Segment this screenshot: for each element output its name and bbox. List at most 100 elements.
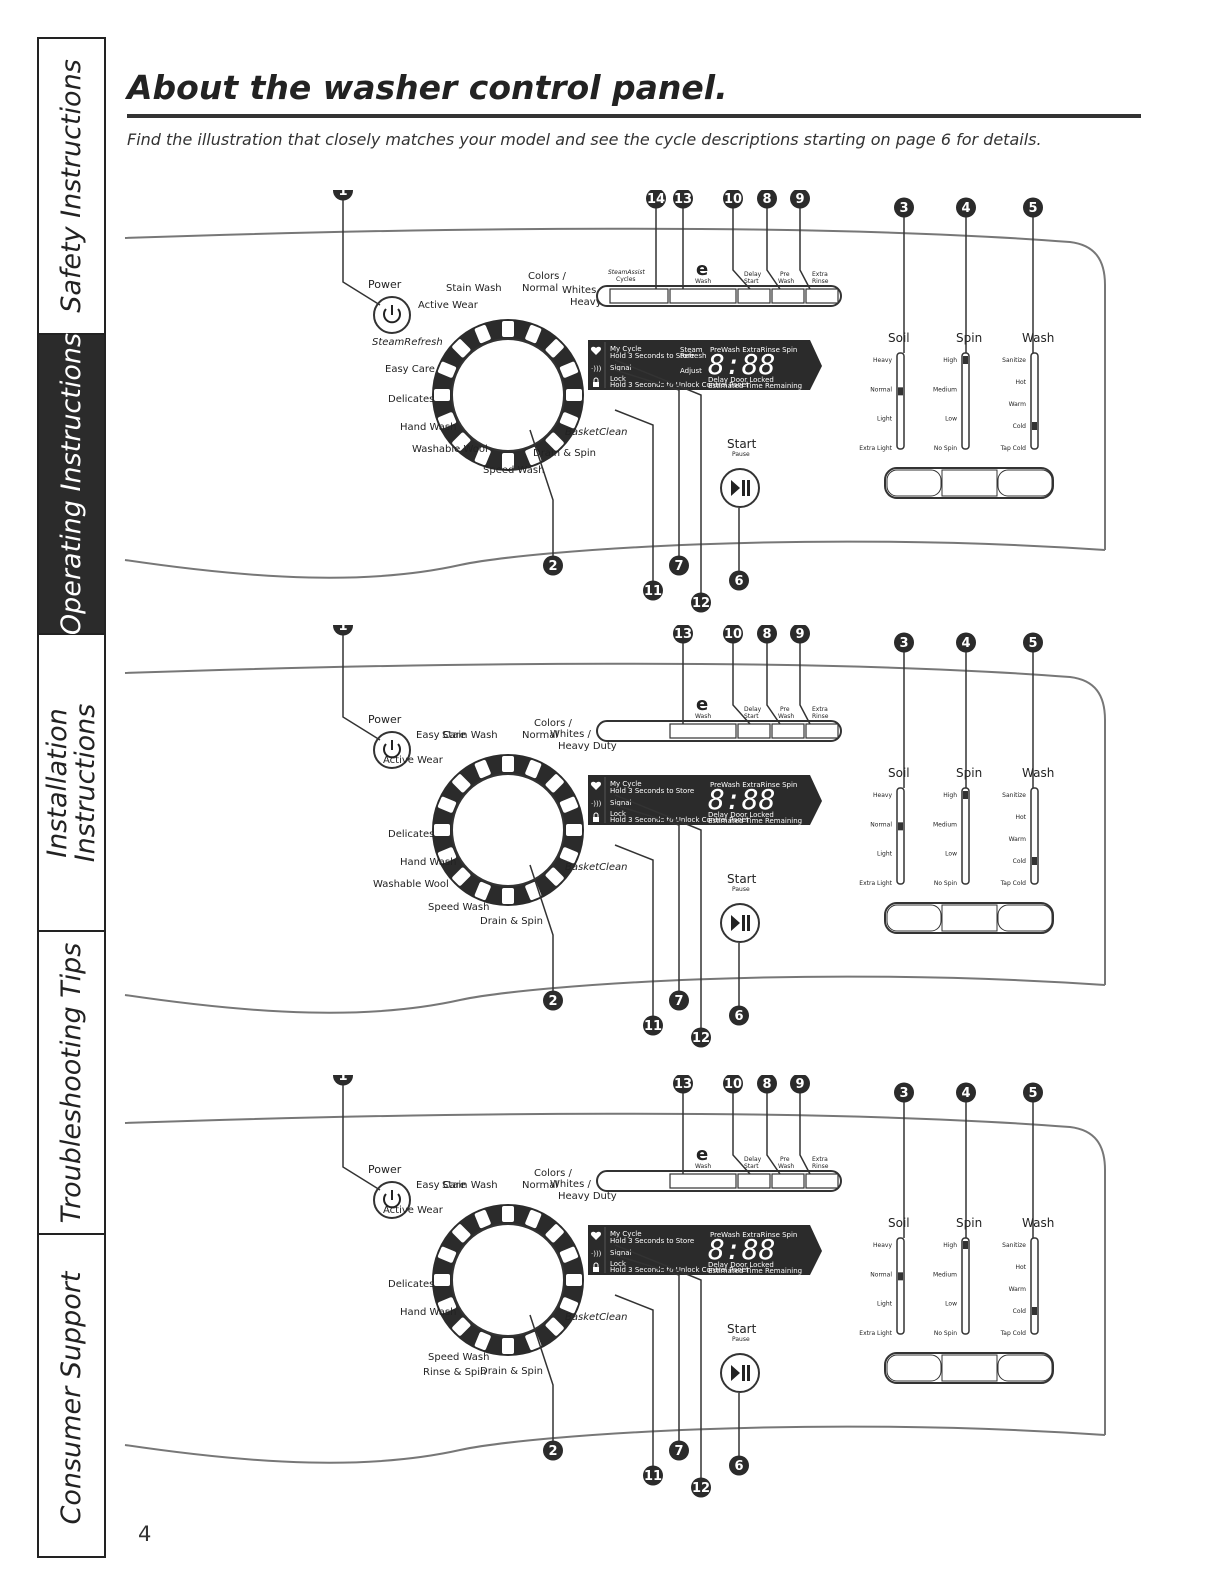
tab-operating-instructions[interactable]: Operating Instructions bbox=[39, 333, 104, 635]
wash-slider[interactable] bbox=[1030, 352, 1039, 450]
tab-troubleshooting-tips[interactable]: Troubleshooting Tips bbox=[39, 932, 104, 1235]
lock-button[interactable]: Lock bbox=[610, 375, 627, 383]
pre-wash-button[interactable] bbox=[771, 723, 805, 739]
dial-segment bbox=[525, 324, 542, 344]
soil-button[interactable] bbox=[886, 904, 942, 932]
tab-label: Installation Instructions bbox=[41, 703, 101, 862]
level-label: Normal bbox=[870, 386, 892, 393]
spin-slider[interactable] bbox=[961, 787, 970, 885]
tab-consumer-support[interactable]: Consumer Support bbox=[39, 1235, 104, 1560]
time-display: 8:88 bbox=[708, 348, 775, 381]
spin-button[interactable] bbox=[941, 904, 998, 932]
my-cycle-button[interactable]: My Cycle bbox=[610, 1230, 642, 1238]
level-label: Low bbox=[945, 416, 957, 423]
start-pause-button[interactable] bbox=[720, 903, 760, 943]
section-sidebar: Safety Instructions Operating Instructio… bbox=[37, 37, 106, 1558]
wash-button[interactable] bbox=[997, 469, 1053, 497]
callout-marker bbox=[333, 1075, 353, 1086]
callout-marker bbox=[691, 592, 711, 613]
lock-button[interactable]: Lock bbox=[610, 810, 627, 818]
callout-marker bbox=[894, 197, 914, 218]
soil-button[interactable] bbox=[886, 1354, 942, 1382]
spin-slider[interactable] bbox=[961, 352, 970, 450]
delay-start-button[interactable] bbox=[737, 1173, 771, 1189]
pre-wash-button[interactable] bbox=[771, 1173, 805, 1189]
tab-installation-instructions[interactable]: Installation Instructions bbox=[39, 635, 104, 932]
start-pause-button[interactable] bbox=[720, 1353, 760, 1393]
wash-slider[interactable] bbox=[1030, 1237, 1039, 1335]
extra-rinse-button[interactable] bbox=[805, 288, 839, 304]
cycle-dial[interactable] bbox=[432, 754, 584, 906]
my-cycle-hint: Hold 3 Seconds to Store bbox=[610, 787, 694, 795]
level-label: No Spin bbox=[934, 445, 957, 452]
level-label: Hot bbox=[1015, 814, 1026, 821]
signal-button[interactable]: Signal bbox=[610, 799, 632, 807]
callout-line bbox=[614, 1294, 654, 1467]
lock-hint: Hold 3 Seconds to Unlock Control Panel bbox=[610, 816, 748, 824]
callout-number: 4 bbox=[961, 201, 970, 216]
pre-label: Pre bbox=[780, 1156, 790, 1163]
dial-segment bbox=[502, 1338, 514, 1354]
steam-assist-button[interactable] bbox=[609, 288, 669, 304]
svg-text:·))): ·))) bbox=[591, 1250, 602, 1258]
dial-segment bbox=[502, 756, 514, 772]
e-wash-button[interactable] bbox=[669, 1173, 737, 1189]
spin-button[interactable] bbox=[941, 469, 998, 497]
spin-button[interactable] bbox=[941, 1354, 998, 1382]
callout-number: 1 bbox=[338, 1075, 347, 1084]
cycle-dial[interactable] bbox=[432, 1204, 584, 1356]
signal-button[interactable]: Signal bbox=[610, 364, 632, 372]
delay-start-button[interactable] bbox=[737, 723, 771, 739]
start-pause-button[interactable] bbox=[720, 468, 760, 508]
callout-number: 12 bbox=[692, 1481, 710, 1496]
level-label: No Spin bbox=[934, 1330, 957, 1337]
cycle-label-normal: Normal bbox=[522, 1180, 558, 1191]
soil-header: Soil bbox=[888, 1216, 910, 1230]
soil-slider[interactable] bbox=[896, 787, 905, 885]
callout-marker bbox=[1023, 197, 1043, 218]
dial-segment bbox=[545, 867, 564, 886]
callout-marker bbox=[723, 190, 743, 209]
cycle-dial[interactable] bbox=[432, 319, 584, 471]
spin-slider[interactable] bbox=[961, 1237, 970, 1335]
pre-wash-button[interactable] bbox=[771, 288, 805, 304]
wash-button[interactable] bbox=[997, 1354, 1053, 1382]
dial-segment bbox=[452, 339, 471, 358]
cycle-label-heavy-duty: Heavy Duty bbox=[558, 1191, 617, 1202]
power-button[interactable] bbox=[373, 731, 411, 769]
extra-rinse-button[interactable] bbox=[805, 723, 839, 739]
lock-button[interactable]: Lock bbox=[610, 1260, 627, 1268]
my-cycle-button[interactable]: My Cycle bbox=[610, 345, 642, 353]
cycle-label-delicates: Delicates bbox=[388, 1279, 434, 1290]
dial-segment bbox=[437, 1246, 457, 1263]
callout-number: 2 bbox=[548, 559, 557, 574]
soil-slider[interactable] bbox=[896, 352, 905, 450]
soil-slider[interactable] bbox=[896, 1237, 905, 1335]
wash-slider[interactable] bbox=[1030, 787, 1039, 885]
level-label: Heavy bbox=[873, 792, 892, 799]
power-button[interactable] bbox=[373, 296, 411, 334]
cycle-label-stain-wash: Stain Wash bbox=[446, 283, 502, 294]
panel-outline bbox=[124, 662, 1106, 985]
delay-start-button[interactable] bbox=[737, 288, 771, 304]
level-label: High bbox=[943, 1242, 957, 1249]
wash-button[interactable] bbox=[997, 904, 1053, 932]
callout-line bbox=[732, 1091, 751, 1175]
e-wash-button[interactable] bbox=[669, 288, 737, 304]
extra-rinse-button[interactable] bbox=[805, 1173, 839, 1189]
power-button[interactable] bbox=[373, 1181, 411, 1219]
signal-button[interactable]: Signal bbox=[610, 1249, 632, 1257]
e-wash-button[interactable] bbox=[669, 723, 737, 739]
soil-button[interactable] bbox=[886, 469, 942, 497]
delay-label: Delay bbox=[744, 1156, 762, 1163]
callout-number: 10 bbox=[724, 1077, 742, 1092]
tab-safety-instructions[interactable]: Safety Instructions bbox=[39, 39, 104, 335]
my-cycle-button[interactable]: My Cycle bbox=[610, 780, 642, 788]
callout-line bbox=[799, 1091, 811, 1175]
callout-marker bbox=[790, 625, 810, 644]
